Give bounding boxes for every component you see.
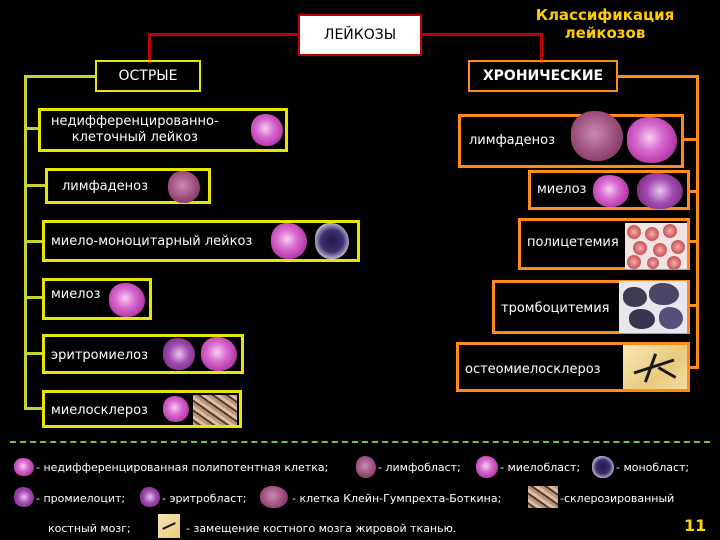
acute-item-undiff: недифференцированно- клеточный лейкоз bbox=[38, 108, 288, 152]
acute-header: ОСТРЫЕ bbox=[95, 60, 201, 92]
acute-item-label: недифференцированно- клеточный лейкоз bbox=[51, 114, 219, 145]
acute-item-myelosis: миелоз bbox=[42, 278, 152, 320]
connector bbox=[422, 33, 542, 36]
legend-promyelocyte-icon bbox=[14, 487, 34, 507]
legend-erythroblast: - эритробласт; bbox=[162, 492, 247, 505]
acute-item-myelomonocytic: миело-моноцитарный лейкоз bbox=[42, 220, 360, 262]
lymphoblast-icon bbox=[168, 171, 200, 203]
myeloblast-icon bbox=[593, 175, 629, 207]
chronic-item-label: лимфаденоз bbox=[469, 133, 555, 148]
connector bbox=[24, 75, 95, 78]
legend-monoblast: - монобласт; bbox=[616, 461, 690, 474]
connector bbox=[148, 33, 151, 63]
root-box: ЛЕЙКОЗЫ bbox=[298, 14, 422, 56]
chronic-item-lymphadenosis: лимфаденоз bbox=[458, 111, 684, 168]
legend-sclerosed-a: -склерозированный bbox=[560, 492, 675, 505]
legend-sclerosed-b: костный мозг; bbox=[48, 522, 131, 535]
legend-undiff: - недифференцированная полипотентная кле… bbox=[36, 461, 329, 474]
legend-fat-icon bbox=[158, 514, 180, 538]
legend-myeloblast: - миелобласт; bbox=[500, 461, 581, 474]
promyelocyte-icon bbox=[637, 173, 683, 209]
acute-item-lymphadenosis: лимфаденоз bbox=[45, 168, 211, 204]
acute-item-myelosclerosis: миелосклероз bbox=[42, 390, 242, 428]
chronic-header: ХРОНИЧЕСКИЕ bbox=[468, 60, 618, 92]
myeloblast-icon bbox=[163, 396, 189, 422]
undiff-cell-icon bbox=[251, 114, 283, 146]
connector bbox=[540, 33, 543, 63]
monoblast-icon bbox=[315, 223, 349, 259]
myeloblast-icon bbox=[627, 117, 677, 163]
legend-myeloblast-icon bbox=[476, 456, 498, 478]
acute-item-label: миелоз bbox=[51, 287, 101, 302]
acute-item-label: эритромиелоз bbox=[51, 348, 149, 363]
legend-sclerosed-icon bbox=[528, 486, 558, 508]
legend-undiff-icon bbox=[14, 458, 34, 476]
legend-fat: - замещение костного мозга жировой ткань… bbox=[186, 522, 457, 535]
chronic-item-label: миелоз bbox=[537, 182, 587, 197]
fat-marrow-icon bbox=[623, 345, 687, 389]
legend-erythroblast-icon bbox=[140, 487, 160, 507]
connector bbox=[690, 190, 699, 193]
connector bbox=[24, 127, 38, 130]
acute-item-label: лимфаденоз bbox=[62, 179, 148, 194]
acute-header-label: ОСТРЫЕ bbox=[118, 68, 178, 84]
legend-lymphoblast-icon bbox=[356, 456, 376, 478]
legend-lymphoblast: - лимфобласт; bbox=[378, 461, 461, 474]
platelets-icon bbox=[619, 281, 687, 333]
erythroblast-icon bbox=[163, 338, 195, 370]
connector bbox=[618, 75, 699, 78]
chronic-item-label: полицетемия bbox=[527, 235, 619, 250]
legend-klein-icon bbox=[260, 486, 288, 508]
root-label: ЛЕЙКОЗЫ bbox=[323, 27, 397, 43]
chronic-item-polycythemia: полицетемия bbox=[518, 218, 690, 270]
myeloblast-icon bbox=[109, 283, 145, 317]
connector bbox=[690, 366, 699, 369]
page-title: Классификация лейкозов bbox=[535, 6, 675, 42]
connector bbox=[684, 138, 699, 141]
connector bbox=[24, 184, 45, 187]
legend-separator bbox=[10, 441, 710, 443]
connector bbox=[24, 352, 42, 355]
acute-item-label: миелосклероз bbox=[51, 403, 148, 418]
connector bbox=[690, 304, 699, 307]
legend-promyelocyte: - промиелоцит; bbox=[36, 492, 126, 505]
chronic-item-osteomyelosclerosis: остеомиелосклероз bbox=[456, 342, 690, 392]
chronic-item-thrombocythemia: тромбоцитемия bbox=[492, 280, 690, 334]
erythrocytes-icon bbox=[625, 223, 687, 269]
acute-item-label: миело-моноцитарный лейкоз bbox=[51, 234, 253, 249]
chronic-item-myelosis: миелоз bbox=[528, 170, 690, 210]
connector bbox=[148, 33, 298, 36]
legend-klein: - клетка Клейн-Гумпрехта-Боткина; bbox=[292, 492, 502, 505]
promyelocyte-icon bbox=[201, 337, 237, 371]
connector bbox=[24, 240, 42, 243]
myeloblast-icon bbox=[271, 223, 307, 259]
chronic-item-label: тромбоцитемия bbox=[501, 301, 610, 316]
page-number: 11 bbox=[684, 516, 707, 535]
chronic-item-label: остеомиелосклероз bbox=[465, 362, 601, 377]
connector bbox=[690, 240, 699, 243]
chronic-header-label: ХРОНИЧЕСКИЕ bbox=[482, 68, 604, 84]
connector bbox=[24, 296, 42, 299]
legend-monoblast-icon bbox=[592, 456, 614, 478]
sclerosed-marrow-icon bbox=[193, 395, 237, 425]
lymphoblast-icon bbox=[571, 111, 623, 161]
chronic-spine bbox=[696, 75, 699, 367]
acute-item-erythromyelosis: эритромиелоз bbox=[42, 334, 244, 374]
connector bbox=[24, 407, 42, 410]
